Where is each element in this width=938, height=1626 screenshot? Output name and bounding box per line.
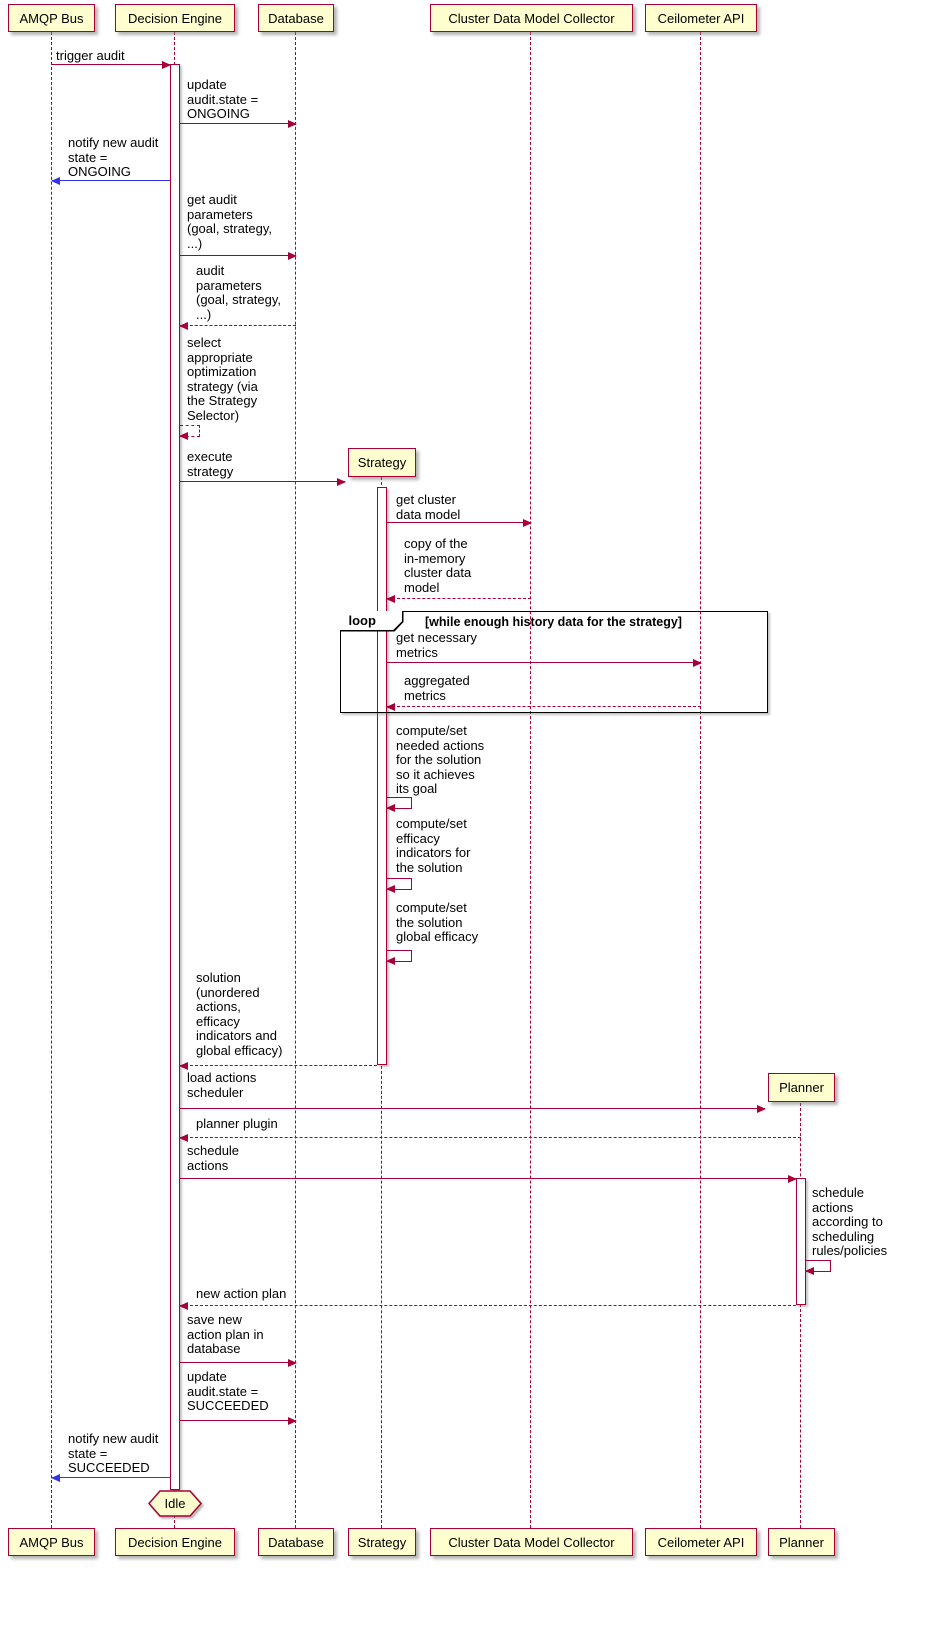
arrowhead-left-icon xyxy=(51,177,60,185)
participant-amqp-bus-top: AMQP Bus xyxy=(8,4,95,32)
arrowhead-right-icon xyxy=(288,252,297,260)
arrowhead-left-icon xyxy=(51,1474,60,1482)
hexagon-icon xyxy=(148,1490,202,1517)
participant-decision-engine-top: Decision Engine xyxy=(115,4,235,32)
arrow-update-state-succeeded xyxy=(180,1417,297,1425)
message-trigger-audit: trigger audit xyxy=(56,48,125,63)
lifeline-planner xyxy=(800,1103,801,1528)
arrowhead-right-icon xyxy=(288,1359,297,1367)
arrow-get-cluster-data-model xyxy=(387,519,532,527)
arrowhead-left-icon xyxy=(386,957,395,965)
arrowhead-left-icon xyxy=(386,595,395,603)
message-update-state-ongoing: update audit.state = ONGOING xyxy=(187,77,259,121)
message-get-audit-parameters: get audit parameters (goal, strategy, ..… xyxy=(187,192,273,251)
message-get-cluster-data-model: get cluster data model xyxy=(396,492,461,522)
message-return-audit-parameters: audit parameters (goal, strategy, ...) xyxy=(196,263,282,322)
arrow-trigger-audit xyxy=(52,61,171,69)
arrowhead-left-icon xyxy=(179,322,188,330)
arrowhead-left-icon xyxy=(386,804,395,812)
message-get-necessary-metrics: get necessary metrics xyxy=(396,630,477,660)
arrowhead-right-icon xyxy=(288,1417,297,1425)
arrowhead-left-icon xyxy=(179,1302,188,1310)
message-return-solution: solution (unordered actions, efficacy in… xyxy=(196,970,283,1058)
self-arrow-compute-efficacy-indicators xyxy=(386,878,412,893)
arrowhead-left-icon xyxy=(805,1267,814,1275)
arrow-return-new-action-plan xyxy=(179,1302,796,1310)
message-select-strategy: select appropriate optimization strategy… xyxy=(187,335,258,423)
arrow-return-solution xyxy=(179,1062,377,1070)
loop-condition: [while enough history data for the strat… xyxy=(425,615,682,629)
participant-database-top: Database xyxy=(258,4,334,32)
participant-strategy-bottom: Strategy xyxy=(348,1528,416,1556)
message-update-state-succeeded: update audit.state = SUCCEEDED xyxy=(187,1369,269,1413)
loop-keyword: loop xyxy=(339,610,402,630)
arrowhead-left-icon xyxy=(179,1134,188,1142)
arrow-schedule-actions xyxy=(180,1175,797,1183)
participant-cluster-data-model-collector-bottom: Cluster Data Model Collector xyxy=(430,1528,633,1556)
participant-database-bottom: Database xyxy=(258,1528,334,1556)
loop-frame: loop [while enough history data for the … xyxy=(339,610,768,713)
arrowhead-left-icon xyxy=(386,703,395,711)
arrow-get-necessary-metrics xyxy=(387,659,702,667)
arrowhead-right-icon xyxy=(523,519,532,527)
message-compute-needed-actions: compute/set needed actions for the solut… xyxy=(396,723,485,796)
lifeline-database xyxy=(295,32,296,1528)
arrow-return-cluster-data-model xyxy=(386,595,531,603)
loop-tab-shape: loop xyxy=(339,610,404,632)
arrowhead-right-icon xyxy=(288,120,297,128)
arrowhead-right-icon xyxy=(337,478,346,486)
arrow-return-aggregated-metrics xyxy=(386,703,701,711)
self-arrow-compute-global-efficacy xyxy=(386,950,412,965)
message-execute-strategy: execute strategy xyxy=(187,449,234,479)
activation-decision-engine xyxy=(170,64,180,1490)
arrow-return-planner-plugin xyxy=(179,1134,801,1142)
arrowhead-left-icon xyxy=(179,1062,188,1070)
arrow-execute-strategy xyxy=(180,478,346,486)
message-compute-efficacy-indicators: compute/set efficacy indicators for the … xyxy=(396,816,471,875)
lifeline-amqp-bus xyxy=(51,32,52,1528)
arrow-return-audit-parameters xyxy=(179,322,296,330)
message-notify-state-succeeded: notify new audit state = SUCCEEDED xyxy=(68,1431,159,1475)
participant-ceilometer-api-bottom: Ceilometer API xyxy=(645,1528,757,1556)
participant-decision-engine-bottom: Decision Engine xyxy=(115,1528,235,1556)
arrow-update-state-ongoing xyxy=(180,120,297,128)
arrow-notify-state-succeeded xyxy=(51,1474,170,1482)
arrow-load-actions-scheduler xyxy=(180,1105,766,1113)
participant-cluster-data-model-collector-top: Cluster Data Model Collector xyxy=(430,4,633,32)
arrowhead-left-icon xyxy=(179,432,188,440)
lifeline-ceilometer-api xyxy=(700,32,701,1528)
activation-strategy xyxy=(377,487,387,1065)
message-schedule-according-rules: schedule actions according to scheduling… xyxy=(812,1185,888,1258)
arrowhead-right-icon xyxy=(757,1105,766,1113)
self-arrow-schedule-according-rules xyxy=(805,1260,831,1275)
arrowhead-right-icon xyxy=(788,1175,797,1183)
message-schedule-actions: schedule actions xyxy=(187,1143,240,1173)
participant-planner-bottom: Planner xyxy=(768,1528,835,1556)
message-return-new-action-plan: new action plan xyxy=(196,1286,287,1301)
arrow-notify-state-ongoing xyxy=(51,177,170,185)
endstate-idle: Idle xyxy=(148,1490,202,1517)
message-compute-global-efficacy: compute/set the solution global efficacy xyxy=(396,900,479,944)
message-return-planner-plugin: planner plugin xyxy=(196,1116,278,1131)
participant-strategy-created: Strategy xyxy=(348,448,416,477)
activation-planner xyxy=(796,1178,806,1305)
arrow-save-action-plan xyxy=(180,1359,297,1367)
message-save-action-plan: save new action plan in database xyxy=(187,1312,264,1356)
self-arrow-select-strategy xyxy=(179,425,200,440)
endstate-label: Idle xyxy=(164,1496,186,1511)
message-load-actions-scheduler: load actions scheduler xyxy=(187,1070,257,1100)
arrow-get-audit-parameters xyxy=(180,252,297,260)
arrowhead-left-icon xyxy=(386,885,395,893)
arrowhead-right-icon xyxy=(162,61,171,69)
message-return-aggregated-metrics: aggregated metrics xyxy=(404,673,470,703)
lifeline-cluster-data-model-collector xyxy=(530,32,531,1528)
participant-planner-created: Planner xyxy=(768,1073,835,1102)
message-notify-state-ongoing: notify new audit state = ONGOING xyxy=(68,135,159,179)
self-arrow-compute-needed-actions xyxy=(386,797,412,812)
message-return-cluster-data-model: copy of the in-memory cluster data model xyxy=(404,536,472,595)
participant-ceilometer-api-top: Ceilometer API xyxy=(645,4,757,32)
arrowhead-right-icon xyxy=(693,659,702,667)
participant-amqp-bus-bottom: AMQP Bus xyxy=(8,1528,95,1556)
